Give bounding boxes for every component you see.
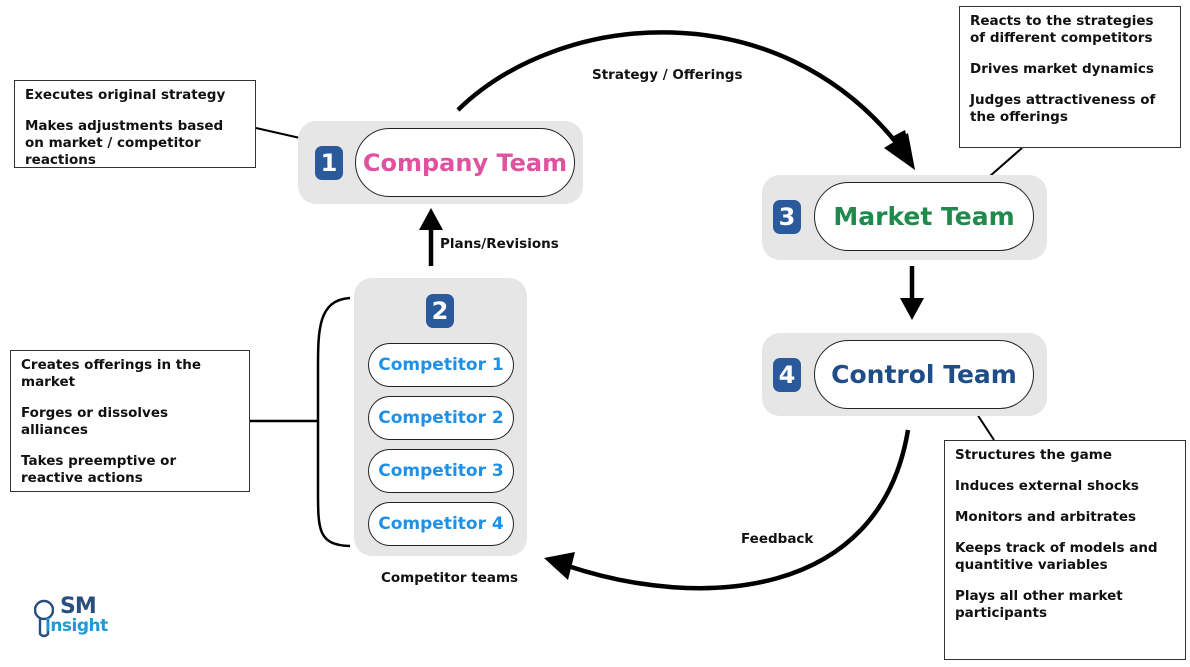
control-note-1: Structures the game — [955, 447, 1112, 463]
company-note-1: Executes original strategy — [25, 87, 226, 103]
logo-sm-text: SM — [60, 594, 97, 619]
company-notes-box: Executes original strategy Makes adjustm… — [14, 80, 256, 168]
market-note-1: Reacts to the strategies of different co… — [970, 13, 1154, 46]
plans-label: Plans/Revisions — [440, 236, 559, 252]
feedback-arrowhead — [544, 552, 575, 580]
competitor-4-pill[interactable]: Competitor 4 — [368, 502, 514, 546]
lightbulb-icon — [34, 599, 54, 638]
company-team-badge: 1 — [315, 146, 343, 180]
market-note-line — [989, 147, 1023, 177]
competitors-note-3: Takes preemptive or reactive actions — [21, 453, 177, 486]
market-team-pill[interactable]: Market Team — [814, 182, 1034, 251]
control-note-line — [976, 413, 995, 441]
plans-arrowhead — [419, 208, 443, 230]
competitors-note-1: Creates offerings in the market — [21, 357, 201, 390]
competitor-bracket — [316, 296, 351, 548]
competitor-teams-caption: Competitor teams — [381, 570, 519, 586]
market-note-3: Judges attractiveness of the offerings — [970, 92, 1156, 125]
strategy-arrow — [456, 30, 904, 152]
company-note-line — [255, 127, 301, 139]
control-note-2: Induces external shocks — [955, 478, 1139, 494]
company-team-pill[interactable]: Company Team — [355, 128, 575, 197]
competitors-notes-box: Creates offerings in the market Forges o… — [10, 350, 250, 492]
feedback-label: Feedback — [741, 531, 814, 547]
strategy-arrowhead-fill — [884, 133, 915, 170]
competitor-3-pill[interactable]: Competitor 3 — [368, 449, 514, 493]
market-note-2: Drives market dynamics — [970, 61, 1154, 77]
logo-insight-text: insight — [45, 616, 108, 636]
control-note-4: Keeps track of models and quantitive var… — [955, 540, 1158, 573]
feedback-arrow — [567, 429, 911, 591]
competitors-note-2: Forges or dissolves alliances — [21, 405, 169, 438]
control-note-5: Plays all other market participants — [955, 588, 1123, 621]
market-notes-box: Reacts to the strategies of different co… — [959, 6, 1181, 148]
control-note-3: Monitors and arbitrates — [955, 509, 1137, 525]
control-team-pill[interactable]: Control Team — [814, 340, 1034, 409]
strategy-label: Strategy / Offerings — [592, 67, 743, 83]
sm-insight-logo: SM insight — [34, 594, 124, 642]
control-notes-box: Structures the game Induces external sho… — [944, 440, 1186, 660]
competitor-1-pill[interactable]: Competitor 1 — [368, 343, 514, 387]
competitor-2-pill[interactable]: Competitor 2 — [368, 396, 514, 440]
market-control-arrowhead — [900, 298, 924, 320]
company-note-2: Makes adjustments based on market / comp… — [25, 118, 224, 168]
competitors-badge: 2 — [426, 294, 454, 328]
control-team-badge: 4 — [773, 358, 801, 392]
market-team-badge: 3 — [773, 200, 801, 234]
